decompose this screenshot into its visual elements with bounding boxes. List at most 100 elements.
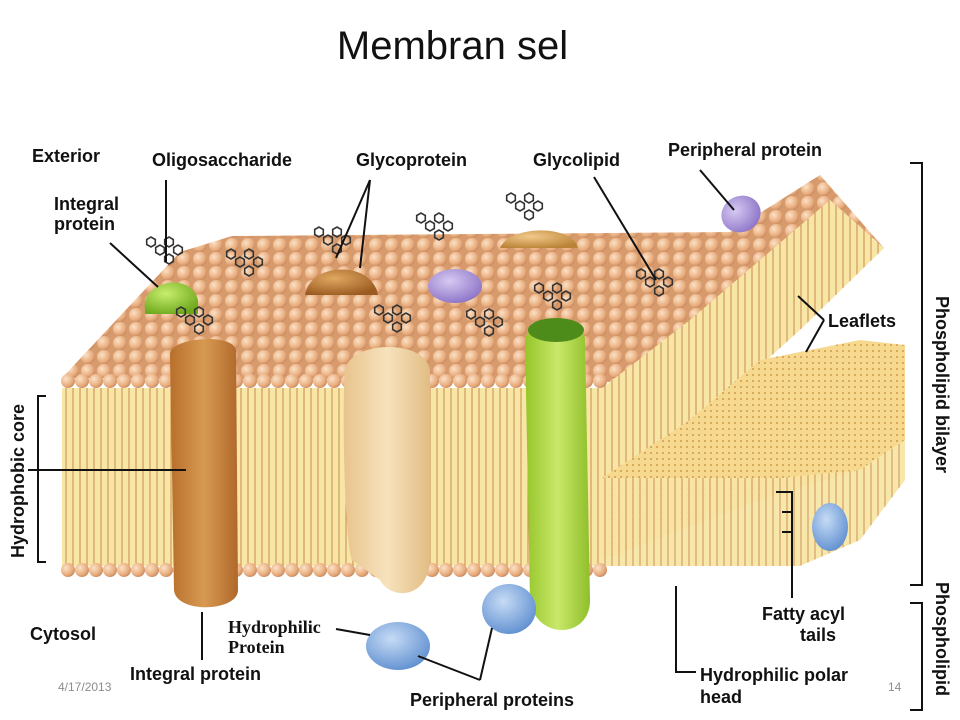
polar-head xyxy=(453,563,467,577)
polar-head xyxy=(257,374,271,388)
sugar-ring xyxy=(382,312,394,324)
right-upper-leaflet xyxy=(602,200,884,478)
sugar-ring xyxy=(373,304,385,316)
label-phospholipid: Phospholipid xyxy=(932,582,952,696)
sugar-ring xyxy=(415,212,427,224)
peripheral-protein-blue-3 xyxy=(812,503,848,551)
polar-head xyxy=(145,563,159,577)
polar-head xyxy=(159,374,173,388)
polar-head xyxy=(271,374,285,388)
polar-head xyxy=(75,563,89,577)
sugar-ring xyxy=(532,200,544,212)
polar-head xyxy=(327,374,341,388)
polar-head xyxy=(509,374,523,388)
sugar-ring xyxy=(433,212,445,224)
polar-head xyxy=(75,374,89,388)
polar-head xyxy=(257,563,271,577)
sugar-ring xyxy=(154,244,166,256)
polar-head xyxy=(243,563,257,577)
sugar-ring xyxy=(492,316,504,328)
sugar-ring xyxy=(523,209,535,221)
polar-head xyxy=(103,563,117,577)
sugar-ring xyxy=(322,234,334,246)
sugar-ring xyxy=(653,268,665,280)
sugar-ring xyxy=(514,200,526,212)
polar-head xyxy=(131,374,145,388)
polar-head xyxy=(131,563,145,577)
peripheral-protein-blue-1 xyxy=(366,622,430,670)
footer-date: 4/17/2013 xyxy=(58,680,112,694)
sugar-ring xyxy=(175,306,187,318)
polar-head xyxy=(481,563,495,577)
sugar-ring xyxy=(653,285,665,297)
upper-head-row xyxy=(61,374,607,388)
polar-head xyxy=(509,563,523,577)
polar-head xyxy=(439,374,453,388)
sugar-ring xyxy=(163,253,175,265)
sugar-ring xyxy=(483,325,495,337)
polar-head xyxy=(341,563,355,577)
integral-protein-green-top xyxy=(144,282,198,314)
label-cytosol: Cytosol xyxy=(30,624,97,644)
sugar-ring xyxy=(400,312,412,324)
sugar-ring xyxy=(551,299,563,311)
polar-head xyxy=(327,563,341,577)
label-leaflets: Leaflets xyxy=(828,311,897,331)
sugar-ring xyxy=(662,276,674,288)
polar-head xyxy=(313,374,327,388)
sugar-ring xyxy=(483,308,495,320)
sugar-ring xyxy=(442,220,454,232)
sugar-ring xyxy=(560,290,572,302)
sugar-ring xyxy=(225,248,237,260)
polar-head xyxy=(299,563,313,577)
polar-head xyxy=(593,374,607,388)
sugar-ring xyxy=(551,282,563,294)
polar-head xyxy=(495,563,509,577)
oligosaccharide-chains xyxy=(145,192,674,337)
sugar-ring xyxy=(644,276,656,288)
upper-leaflet-tails xyxy=(62,388,602,478)
integral-protein-brown xyxy=(169,339,238,608)
label-hydrophobic-core: Hydrophobic core xyxy=(8,403,28,558)
integral-protein-green xyxy=(525,322,590,630)
polar-head xyxy=(145,374,159,388)
sugar-ring xyxy=(184,314,196,326)
sugar-ring xyxy=(145,236,157,248)
label-hydrophilic-protein-line2: Protein xyxy=(228,637,285,657)
label-hydrophilic-polar-head-line1: Hydrophilic polar xyxy=(700,665,849,685)
glycolipid-bump xyxy=(500,230,578,248)
sugar-ring xyxy=(542,290,554,302)
sugar-ring xyxy=(202,314,214,326)
polar-head xyxy=(89,563,103,577)
polar-head xyxy=(299,374,313,388)
label-phospholipid-bilayer: Phospholipid bilayer xyxy=(932,296,952,474)
sugar-ring xyxy=(163,236,175,248)
label-hydrophilic-protein-line1: Hydrophilic xyxy=(228,617,321,637)
sugar-ring xyxy=(474,316,486,328)
sugar-ring xyxy=(523,192,535,204)
slide-title: Membran sel xyxy=(336,24,569,68)
polar-head xyxy=(467,374,481,388)
hydrophilic-protein-beige xyxy=(343,347,430,594)
peripheral-protein-purple-2 xyxy=(721,195,761,233)
polar-head xyxy=(61,374,75,388)
sugar-ring xyxy=(193,306,205,318)
polar-head xyxy=(103,374,117,388)
polar-head xyxy=(453,374,467,388)
lower-head-row xyxy=(61,563,607,577)
sugar-ring xyxy=(505,192,517,204)
polar-head xyxy=(243,374,257,388)
sugar-ring xyxy=(243,265,255,277)
label-hydrophilic-polar-head-line2: head xyxy=(700,687,743,707)
label-integral-protein-bottom: Integral protein xyxy=(130,664,262,684)
sugar-ring xyxy=(340,234,352,246)
polar-head xyxy=(61,563,75,577)
sugar-ring xyxy=(465,308,477,320)
polar-head xyxy=(313,563,327,577)
sugar-ring xyxy=(243,248,255,260)
sugar-ring xyxy=(313,226,325,238)
sugar-ring xyxy=(635,268,647,280)
leader-lines xyxy=(28,162,923,711)
polar-head xyxy=(467,563,481,577)
